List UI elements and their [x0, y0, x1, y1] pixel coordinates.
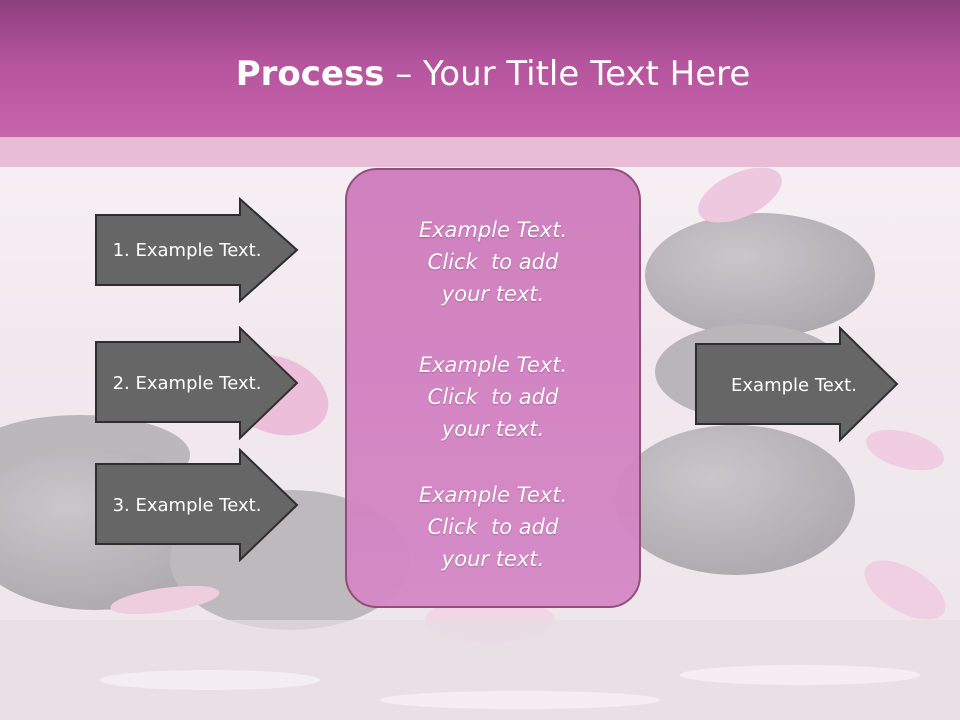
text-block-1-line-2: Click to add — [427, 250, 559, 274]
title-bar-strip — [0, 137, 960, 167]
text-block-1-line-1: Example Text. — [418, 218, 568, 242]
arrow-shape-2[interactable]: 2. Example Text. — [94, 326, 300, 440]
title-rest: – Your Title Text Here — [384, 54, 751, 94]
arrow-right-icon — [95, 448, 299, 562]
text-block-1-line-3: your text. — [441, 282, 545, 306]
arrow-shape-3[interactable]: 3. Example Text. — [94, 448, 300, 562]
arrow-shape-1[interactable]: 1. Example Text. — [94, 197, 300, 303]
title-bold: Process — [235, 54, 385, 94]
text-block-2-line-1: Example Text. — [418, 353, 568, 377]
center-text-box[interactable]: Example Text. Click to add your text. Ex… — [345, 168, 641, 608]
text-block-2-line-2: Click to add — [427, 385, 559, 409]
arrow-label-2: 2. Example Text. — [112, 372, 262, 394]
text-block-3-line-3: your text. — [441, 547, 545, 571]
title-bar — [0, 0, 960, 137]
text-block-2: Example Text. Click to add your text. — [347, 349, 639, 445]
arrow-label-1: 1. Example Text. — [112, 239, 262, 261]
arrow-shape-right[interactable]: Example Text. — [694, 326, 900, 444]
arrow-right-icon — [95, 326, 299, 440]
text-block-3-line-2: Click to add — [427, 515, 559, 539]
arrow-label-3: 3. Example Text. — [112, 494, 262, 516]
text-block-3: Example Text. Click to add your text. — [347, 479, 639, 575]
arrow-right-icon — [95, 197, 299, 303]
arrow-right-icon — [695, 326, 899, 443]
slide-title[interactable]: Process – Your Title Text Here — [0, 52, 960, 96]
text-block-1: Example Text. Click to add your text. — [347, 214, 639, 310]
arrow-label-right: Example Text. — [731, 374, 857, 396]
text-block-3-line-1: Example Text. — [418, 483, 568, 507]
text-block-2-line-3: your text. — [441, 417, 545, 441]
